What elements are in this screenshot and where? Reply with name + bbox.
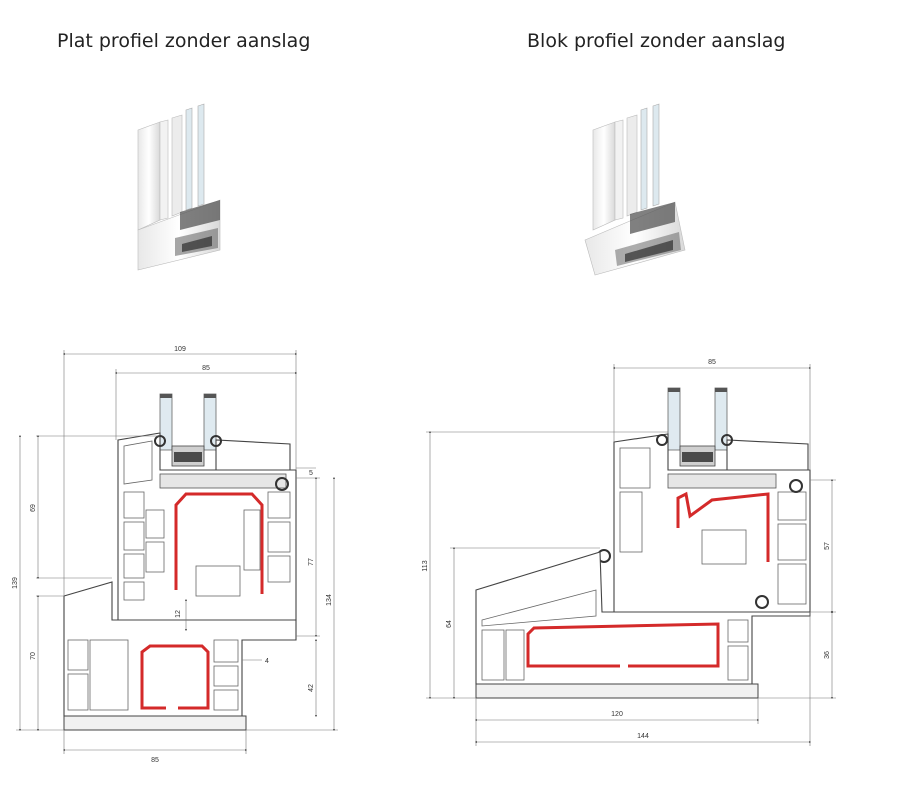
dim-frame-right: 42 — [308, 684, 315, 692]
dim-overall-width-blok: 144 — [637, 733, 649, 740]
dim-total-height-blok: 113 — [422, 560, 429, 571]
sash-reinforcement-blok — [676, 491, 770, 562]
dim-frame-height-blok: 64 — [446, 620, 453, 628]
dim-step: 4 — [265, 658, 269, 665]
dim-frame-depth: 85 — [151, 757, 159, 764]
profile-3d-image-plat — [137, 103, 221, 271]
profile-3d-image-blok — [584, 103, 686, 276]
title-plat-profiel: Plat profiel zonder aanslag — [57, 30, 311, 52]
dim-sash-height: 69 — [30, 504, 37, 512]
dim-frame-depth-blok: 120 — [611, 711, 623, 718]
dim-sash-width-blok: 85 — [708, 359, 716, 366]
sash-reinforcement — [174, 492, 264, 594]
dim-gap: 12 — [175, 610, 182, 618]
dim-frame-right-blok: 36 — [824, 651, 831, 659]
frame-reinforcement-blok — [526, 622, 720, 668]
dim-frame-height: 70 — [30, 652, 37, 660]
profile-plat-section: 109 85 85 69 139 70 77 134 5 12 4 42 — [12, 346, 338, 764]
dim-inner-height: 77 — [308, 558, 315, 566]
dim-small-offset: 5 — [309, 470, 313, 477]
dim-overall-width: 109 — [174, 346, 186, 353]
dim-sash-width: 85 — [202, 365, 210, 372]
title-blok-profiel: Blok profiel zonder aanslag — [527, 30, 786, 52]
dim-total-height: 139 — [12, 577, 19, 589]
frame-reinforcement — [140, 644, 210, 710]
profile-blok-section: 85 113 64 57 36 120 144 — [422, 359, 836, 746]
dim-inner-height-blok: 57 — [824, 542, 831, 550]
dim-right-height: 134 — [326, 594, 333, 606]
